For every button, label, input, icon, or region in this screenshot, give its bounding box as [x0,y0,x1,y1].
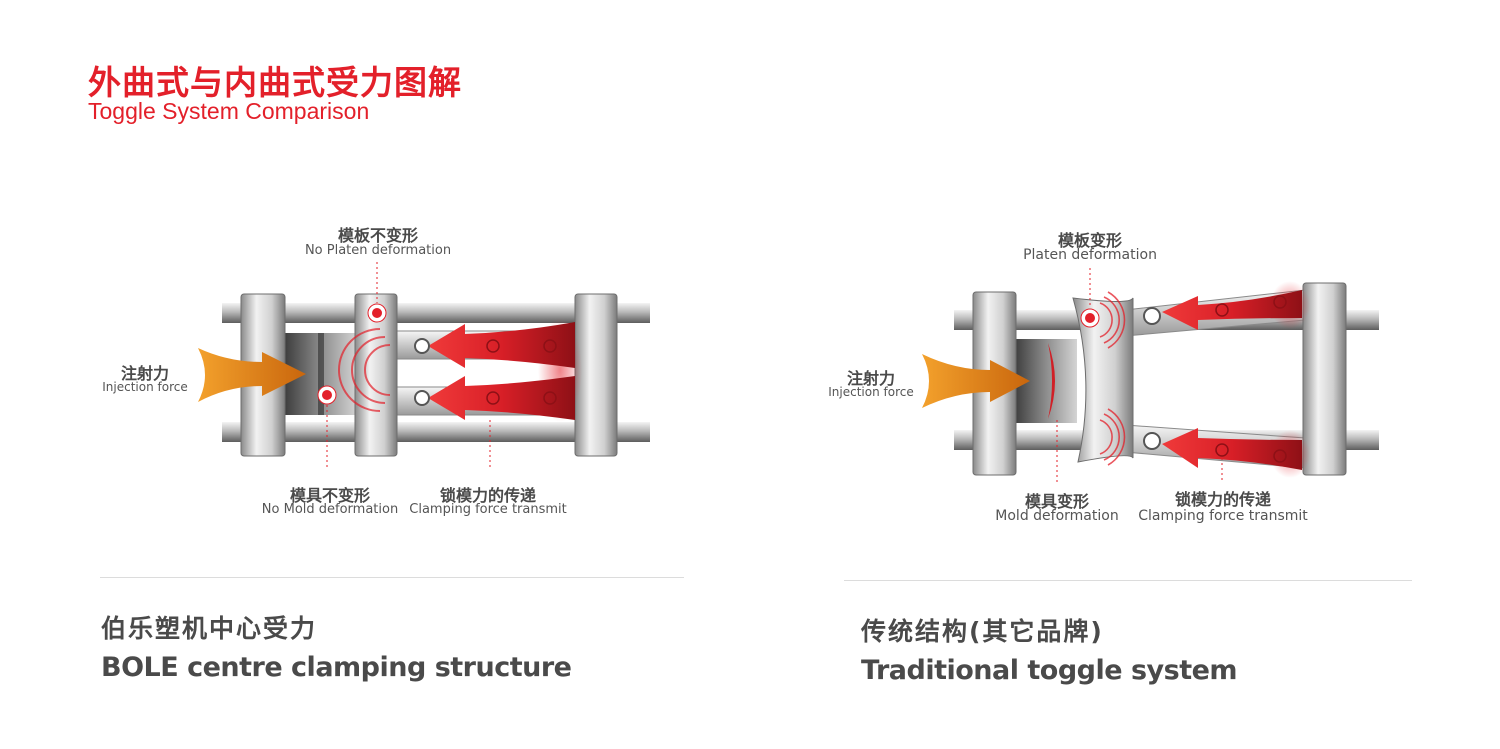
page-subtitle: Toggle System Comparison [88,98,370,124]
injection-arrow [198,348,306,402]
left-clamp-label-zh: 锁模力的传递 [439,486,536,505]
left-clamp-label-en: Clamping force transmit [409,502,567,517]
clamp-arrow-top [428,322,575,368]
right-platen-label-en: Platen deformation [1023,247,1157,263]
left-caption-en: BOLE centre clamping structure [101,652,572,683]
right-force-label-en: Injection force [828,385,914,399]
left-force-label-en: Injection force [102,380,188,394]
tail-platen [1302,282,1347,476]
right-clamp-label-zh: 锁模力的传递 [1174,490,1271,509]
mold-marker-dot [322,390,332,400]
clamp-arrow-top [1162,290,1302,330]
pin [414,338,430,354]
mold-deformation-mark [1048,343,1055,419]
right-caption-en: Traditional toggle system [861,655,1238,686]
left-mold-label-en: No Mold deformation [261,502,399,517]
right-platen-label-zh: 模板变形 [1057,231,1122,250]
left-mold-label-zh: 模具不变形 [289,486,370,505]
left-divider [100,577,684,578]
right-force-label-zh: 注射力 [846,369,895,388]
left-caption-zh: 伯乐塑机中心受力 [101,614,318,643]
right-divider [844,580,1412,581]
left-platen-label-en: No Platen deformation [304,243,452,258]
clamp-arrow-bottom [428,376,575,420]
left-machine [198,262,650,470]
platen-marker-dot [1085,313,1095,323]
right-clamp-label-en: Clamping force transmit [1138,508,1308,524]
right-caption-zh: 传统结构(其它品牌) [861,617,1104,646]
pin [1143,432,1161,450]
injection-arrow [922,354,1030,408]
right-mold-label-en: Mold deformation [995,508,1119,524]
left-platen-label-zh: 模板不变形 [337,226,418,245]
page-title: 外曲式与内曲式受力图解 [88,63,462,102]
platen-marker-dot [372,308,382,318]
tie-bar-top [222,303,650,323]
right-machine [922,268,1379,482]
stress-ripple [1099,291,1126,466]
tie-bar-bottom [222,422,650,442]
clamp-arrow-bottom [1162,428,1302,470]
stress-ripple [338,328,391,412]
left-force-label-zh: 注射力 [120,364,169,383]
pin [414,390,430,406]
moving-platen [354,293,398,457]
pin [1143,307,1161,325]
right-mold-label-zh: 模具变形 [1024,492,1089,511]
